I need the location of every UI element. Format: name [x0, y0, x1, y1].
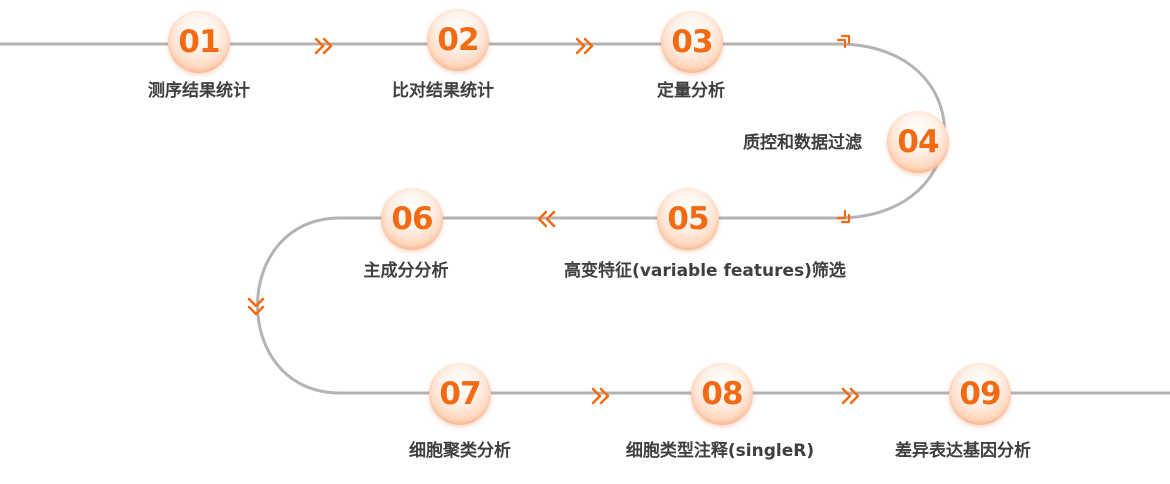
step-08-circle: 08	[691, 363, 753, 425]
step-01-number: 01	[178, 24, 220, 60]
double-chevron-right-icon	[314, 37, 333, 55]
double-chevron-down-icon	[247, 297, 265, 316]
step-08-number: 08	[701, 376, 743, 412]
step-06-label: 主成分分析	[363, 261, 449, 281]
step-01-circle: 01	[168, 11, 230, 73]
step-07-number: 07	[439, 376, 481, 412]
step-03-number: 03	[671, 24, 713, 60]
step-02-label: 比对结果统计	[392, 81, 494, 101]
step-06-number: 06	[391, 201, 433, 237]
step-09-number: 09	[959, 376, 1001, 412]
step-02-number: 02	[437, 22, 479, 58]
step-04-circle: 04	[887, 111, 949, 173]
step-09-circle: 09	[949, 363, 1011, 425]
step-01-label: 测序结果统计	[148, 81, 250, 101]
step-07-circle: 07	[429, 363, 491, 425]
step-04-number: 04	[897, 124, 939, 160]
double-chevron-right-icon	[841, 387, 860, 405]
step-04-label: 质控和数据过滤	[743, 133, 862, 153]
step-08-label: 细胞类型注释(singleR)	[625, 441, 815, 461]
step-05-number: 05	[667, 201, 709, 237]
step-03-circle: 03	[661, 11, 723, 73]
double-chevron-left-icon	[537, 210, 556, 228]
double-chevron-right-icon	[591, 387, 610, 405]
step-06-circle: 06	[381, 188, 443, 250]
corner-arrow-icon	[836, 34, 851, 49]
corner-arrow-icon	[836, 209, 851, 224]
step-05-label: 高变特征(variable features)筛选	[564, 261, 846, 281]
step-02-circle: 02	[427, 9, 489, 71]
step-09-label: 差异表达基因分析	[895, 441, 1031, 461]
step-03-label: 定量分析	[657, 81, 725, 101]
double-chevron-right-icon	[575, 37, 594, 55]
step-07-label: 细胞聚类分析	[409, 441, 511, 461]
step-05-circle: 05	[657, 188, 719, 250]
